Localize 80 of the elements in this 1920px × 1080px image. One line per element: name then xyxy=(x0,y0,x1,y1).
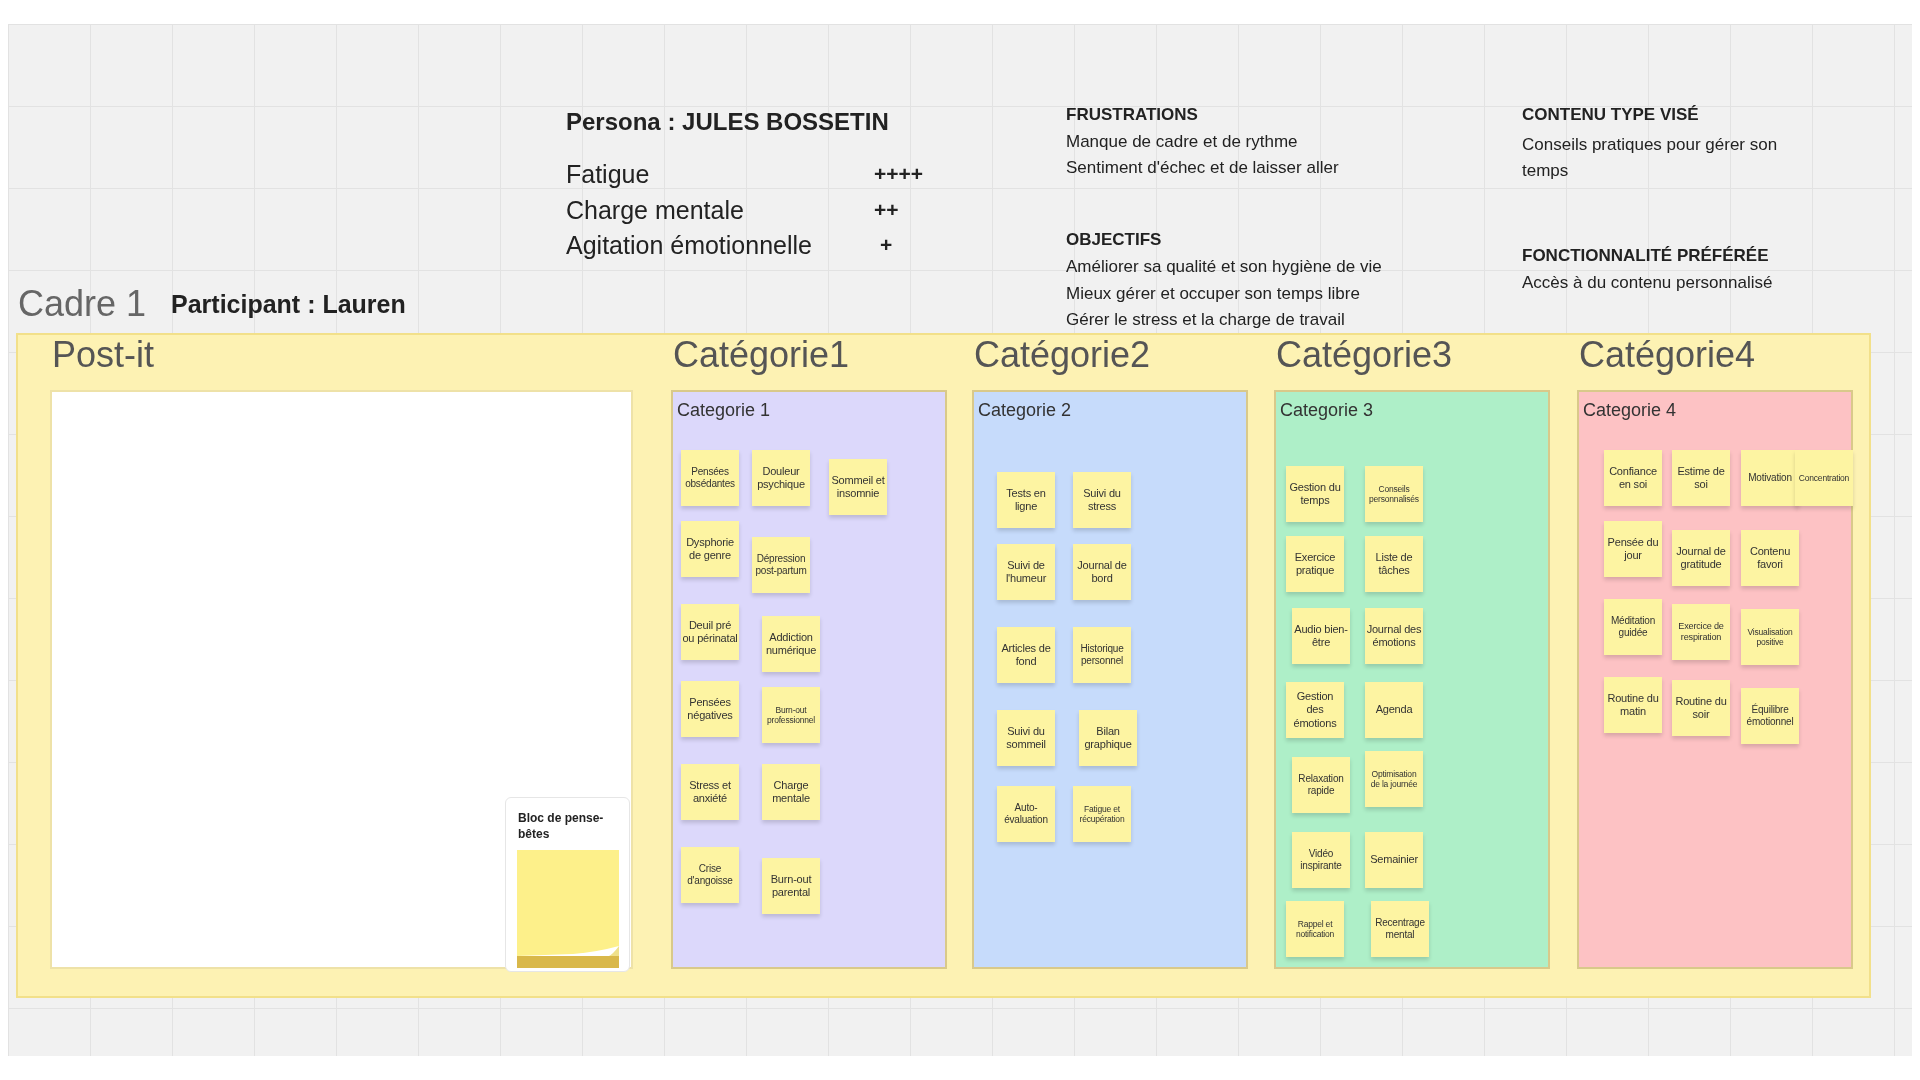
category-heading: Catégorie4 xyxy=(1579,334,1756,376)
sticky-note: Burn-out parental xyxy=(762,858,820,914)
category-heading: Catégorie2 xyxy=(974,334,1151,376)
sticky-note: Équilibre émotionnel xyxy=(1741,688,1799,744)
sticky-note: Conseils personnalisés xyxy=(1365,466,1423,522)
rating-label: Charge mentale xyxy=(566,196,744,225)
sticky-note: Tests en ligne xyxy=(997,472,1055,528)
sticky-note: Routine du soir xyxy=(1672,680,1730,736)
note-text: Sentiment d'échec et de laisser aller xyxy=(1066,158,1339,178)
sticky-note: Crise d'angoisse xyxy=(681,847,739,903)
sticky-note: Méditation guidée xyxy=(1604,599,1662,655)
note-text: Mieux gérer et occuper son temps libre xyxy=(1066,284,1360,304)
sticky-note: Historique personnel xyxy=(1073,627,1131,683)
sticky-note: Estime de soi xyxy=(1672,450,1730,506)
note-text: Gérer le stress et la charge de travail xyxy=(1066,310,1345,330)
note-text: Manque de cadre et de rythme xyxy=(1066,132,1298,152)
section-heading: Post-it xyxy=(52,334,155,376)
sticky-note: Visualisation positive xyxy=(1741,609,1799,665)
sticky-note: Articles de fond xyxy=(997,627,1055,683)
sticky-note: Sommeil et insomnie xyxy=(829,459,887,515)
sticky-note: Audio bien-être xyxy=(1292,608,1350,664)
rating-label: Fatigue xyxy=(566,160,650,189)
sticky-note: Confiance en soi xyxy=(1604,450,1662,506)
sticky-note: Exercice pratique xyxy=(1286,536,1344,592)
rating-value: ++ xyxy=(874,198,899,222)
category-heading: Catégorie3 xyxy=(1276,334,1453,376)
rating-value: ++++ xyxy=(874,162,924,186)
sticky-note: Journal de gratitude xyxy=(1672,530,1730,586)
sticky-note: Stress et anxiété xyxy=(681,764,739,820)
sticky-note: Auto-évaluation xyxy=(997,786,1055,842)
sticky-note: Suivi du stress xyxy=(1073,472,1131,528)
rating-value: + xyxy=(880,233,893,257)
frame-title: Cadre 1 xyxy=(18,283,147,325)
sticky-note: Addiction numérique xyxy=(762,616,820,672)
sticky-note: Suivi du sommeil xyxy=(997,710,1055,766)
widget-card xyxy=(505,797,630,972)
note-text: Améliorer sa qualité et son hygiène de vie xyxy=(1066,257,1382,277)
column-title: Categorie 2 xyxy=(978,400,1072,421)
column-title: Categorie 1 xyxy=(677,400,771,421)
sticky-note: Exercice de respiration xyxy=(1672,604,1730,660)
sticky-note: Gestion des émotions xyxy=(1286,682,1344,738)
category-heading: Catégorie1 xyxy=(673,334,850,376)
sticky-note: Gestion du temps xyxy=(1286,466,1344,522)
sticky-note: Bilan graphique xyxy=(1079,710,1137,766)
sticky-note: Suivi de l'humeur xyxy=(997,544,1055,600)
note-text: Conseils pratiques pour gérer son temps xyxy=(1522,134,1779,182)
sticky-note: Fatigue et récupération xyxy=(1073,786,1131,842)
sticky-note: Pensées négatives xyxy=(681,681,739,737)
sticky-note: Relaxation rapide xyxy=(1292,757,1350,813)
sticky-note: Pensée du jour xyxy=(1604,521,1662,577)
sticky-note: Agenda xyxy=(1365,682,1423,738)
section-label: FONCTIONNALITÉ PRÉFÉRÉE xyxy=(1522,246,1769,266)
column-title: Categorie 4 xyxy=(1583,400,1677,421)
sticky-note: Charge mentale xyxy=(762,764,820,820)
sticky-note: Semainier xyxy=(1365,832,1423,888)
participant-label: Participant : Lauren xyxy=(171,290,406,319)
section-label: FRUSTRATIONS xyxy=(1066,105,1198,125)
section-label: OBJECTIFS xyxy=(1066,230,1162,250)
column-title: Categorie 3 xyxy=(1280,400,1374,421)
sticky-note: Concentration xyxy=(1795,450,1853,506)
sticky-note: Optimisation de la journée xyxy=(1365,751,1423,807)
sticky-note: Pensées obsédantes xyxy=(681,450,739,506)
sticky-note: Journal de bord xyxy=(1073,544,1131,600)
sticky-note: Recentrage mental xyxy=(1371,901,1429,957)
card-title: Bloc de pense-bêtes xyxy=(518,810,605,843)
sticky-note: Contenu favori xyxy=(1741,530,1799,586)
sticky-note: Vidéo inspirante xyxy=(1292,832,1350,888)
persona-title: Persona : JULES BOSSETIN xyxy=(566,108,889,136)
sticky-note: Routine du matin xyxy=(1604,677,1662,733)
section-label: CONTENU TYPE VISÉ xyxy=(1522,105,1699,125)
sticky-note: Liste de tâches xyxy=(1365,536,1423,592)
sticky-note: Burn-out professionnel xyxy=(762,687,820,743)
rating-label: Agitation émotionnelle xyxy=(566,231,812,260)
sticky-note: Dysphorie de genre xyxy=(681,521,739,577)
sticky-note: Rappel et notification xyxy=(1286,901,1344,957)
note-text: Accès à du contenu personnalisé xyxy=(1522,273,1773,293)
sticky-note: Dépression post-partum xyxy=(752,537,810,593)
sticky-note: Deuil pré ou périnatal xyxy=(681,604,739,660)
sticky-note: Douleur psychique xyxy=(752,450,810,506)
sticky-note: Journal des émotions xyxy=(1365,608,1423,664)
